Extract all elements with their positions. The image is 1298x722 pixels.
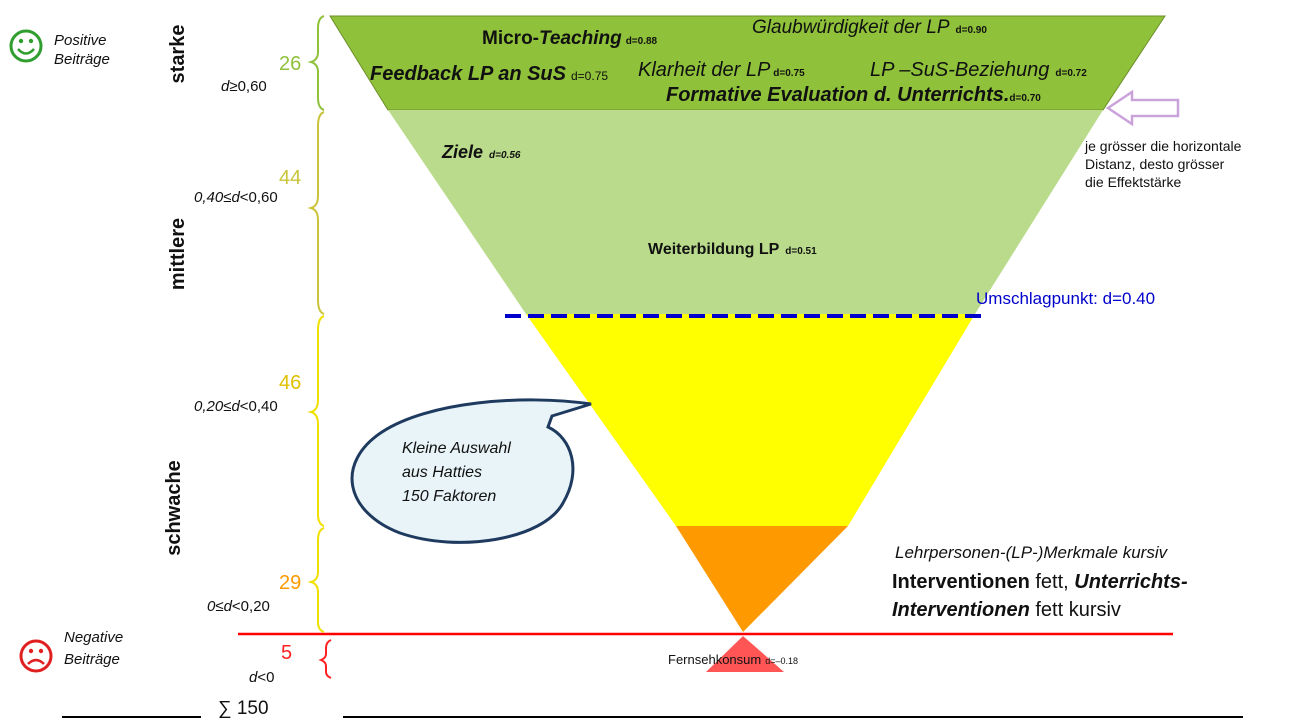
band-label-schwache: schwache (163, 460, 185, 556)
brace-schwache-lower (307, 527, 325, 633)
range-starke: d≥0,60 (221, 78, 267, 95)
band-schwache-upper (526, 314, 975, 526)
count-schwache-lower: 29 (279, 572, 301, 594)
positive-label: Positive Beiträge (54, 32, 111, 68)
smiley-positive-icon (9, 29, 43, 63)
total-label: ∑ 150 (218, 698, 269, 719)
umschlagpunkt-label: Umschlagpunkt: d=0.40 (976, 289, 1155, 308)
range-mittlere: 0,40≤d<0,60 (194, 189, 278, 206)
callout-bubble (350, 398, 592, 544)
band-label-mittlere: mittlere (167, 218, 189, 290)
range-schwache-upper: 0,20≤d<0,40 (194, 398, 278, 415)
key-line-1: Lehrpersonen-(LP-)Merkmale kursiv (895, 543, 1169, 562)
count-starke: 26 (279, 53, 301, 75)
callout-text: Kleine Auswahl aus Hatties 150 Faktoren (402, 440, 515, 505)
negative-label: Negative Beiträge (64, 629, 127, 668)
smiley-negative-icon (19, 639, 53, 673)
brace-schwache-upper (307, 315, 325, 527)
brace-mittlere (307, 111, 325, 315)
count-schwache-upper: 46 (279, 372, 301, 394)
range-schwache-lower: 0≤d<0,20 (207, 598, 270, 615)
band-schwache-lower (676, 526, 848, 632)
band-mittlere (388, 110, 1103, 314)
band-negative (706, 636, 784, 672)
factor-formative-evaluation: Formative Evaluation d. Unterrichts.d=0.… (666, 84, 1041, 106)
band-label-starke: starke (167, 25, 189, 84)
range-negative: d<0 (249, 669, 274, 686)
count-mittlere: 44 (279, 167, 301, 189)
key-line-3: Interventionen fett kursiv (892, 599, 1121, 621)
count-negative: 5 (281, 642, 292, 664)
arrow-note: je grösser die horizontale Distanz, dest… (1084, 138, 1245, 190)
hollow-arrow-icon (1105, 89, 1180, 127)
key-line-2: Interventionen fett, Unterrichts- (892, 571, 1188, 593)
brace-negative (318, 639, 332, 679)
brace-starke (307, 15, 325, 111)
